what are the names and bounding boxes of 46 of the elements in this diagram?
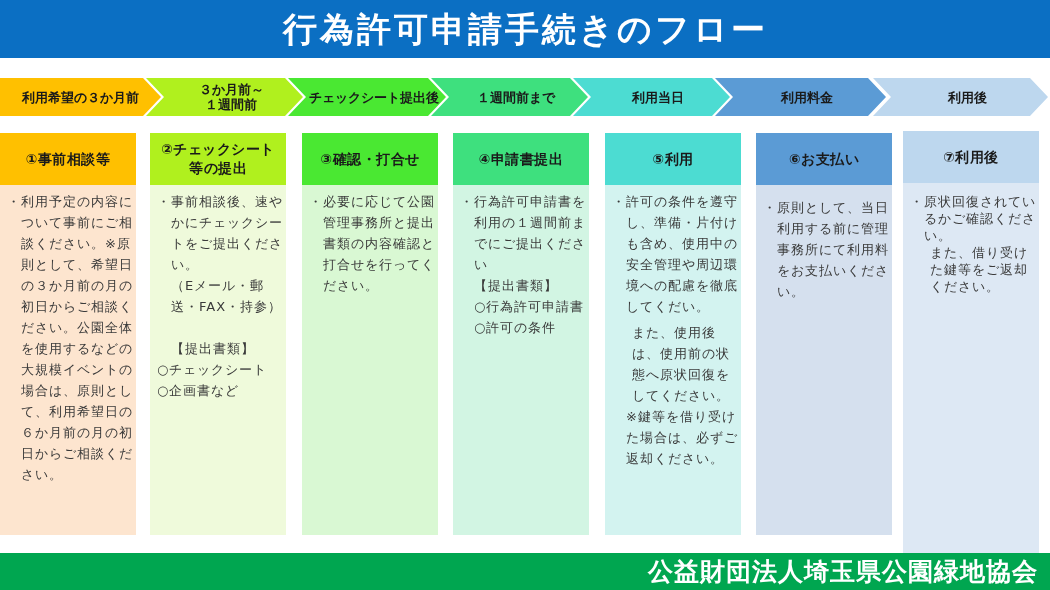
organization-name: 公益財団法人埼玉県公園緑地協会 (648, 556, 1038, 587)
step-description: ・行為許可申請書を利用の１週間前までにご提出ください (460, 193, 587, 274)
step-card (453, 133, 589, 535)
step-header: ⑤利用 (605, 133, 741, 185)
step-description: また、借り受けた鍵等をご返却ください。 (929, 244, 1029, 295)
timing-label: 利用料金 (781, 89, 833, 105)
chevron-step (0, 78, 161, 116)
chevron-step (870, 78, 1048, 116)
note-text: （Eメール・郵送・FAX・持参） (170, 277, 284, 316)
list-heading: 【提出書類】 (170, 340, 256, 358)
chevron-step (285, 78, 446, 116)
timing-label: チェックシート提出後 (308, 89, 439, 105)
step-header: ①事前相談等 (0, 133, 136, 185)
step-description: ・必要に応じて公園管理事務所と提出書類の内容確認と打合せを行ってください。 (309, 193, 436, 295)
step-header: ⑥お支払い (756, 133, 892, 185)
list-item: ○許可の条件 (473, 319, 558, 337)
step-card (302, 133, 438, 535)
title-text: 行為許可申請手続きのフロー (282, 9, 768, 49)
list-item: ○行為許可申請書 (473, 298, 586, 316)
step-description: ・事前相談後、速やかにチェックシートをご提出ください。 (157, 193, 284, 274)
step-card (903, 131, 1039, 553)
step-description: ・利用予定の内容について事前にご相談ください。※原則として、希望日の３か月前の月の初日からご相談ください。公園全体を使用するなどの大規模イベントの場合は、原則として、利用希望日の６か月前の月の初日からご相談ください。 (7, 193, 134, 484)
step-header: ⑦利用後 (903, 131, 1039, 183)
step-card (0, 133, 136, 535)
step-description: ・原則として、当日利用する前に管理事務所にて利用料をお支払いください。 (763, 199, 890, 301)
step-header: ②チェックシート等の提出 (150, 133, 286, 185)
list-item: ○チェックシート (157, 361, 269, 379)
step-description: また、使用後は、使用前の状態へ原状回復をしてください。 (631, 324, 731, 405)
step-header: ③確認・打合せ (302, 133, 438, 185)
note-text: ※鍵等を借り受けた場合は、必ずご返却ください。 (625, 408, 739, 468)
chevron-step (712, 78, 886, 116)
step-card (150, 133, 286, 535)
timing-label: 利用希望の３か月前 (22, 89, 139, 105)
step-header: ④申請書提出 (453, 133, 589, 185)
list-item: ○企画書など (157, 382, 241, 400)
step-description: ・許可の条件を遵守し、準備・片付けも含め、使用中の安全管理や周辺環境への配慮を徹底してくだい。 (612, 193, 739, 316)
timing-label: 利用後 (947, 89, 987, 105)
list-heading: 【提出書類】 (473, 277, 559, 295)
timing-label: ３か月前～１週間前 (197, 82, 265, 112)
chevron-step (143, 78, 303, 116)
timing-label: 利用当日 (632, 89, 684, 105)
chevron-step (570, 78, 730, 116)
timing-label: １週間前まで (477, 89, 555, 105)
step-card (605, 133, 741, 535)
step-card (756, 133, 892, 535)
step-description: ・原状回復されているかご確認ください。 (910, 193, 1037, 244)
